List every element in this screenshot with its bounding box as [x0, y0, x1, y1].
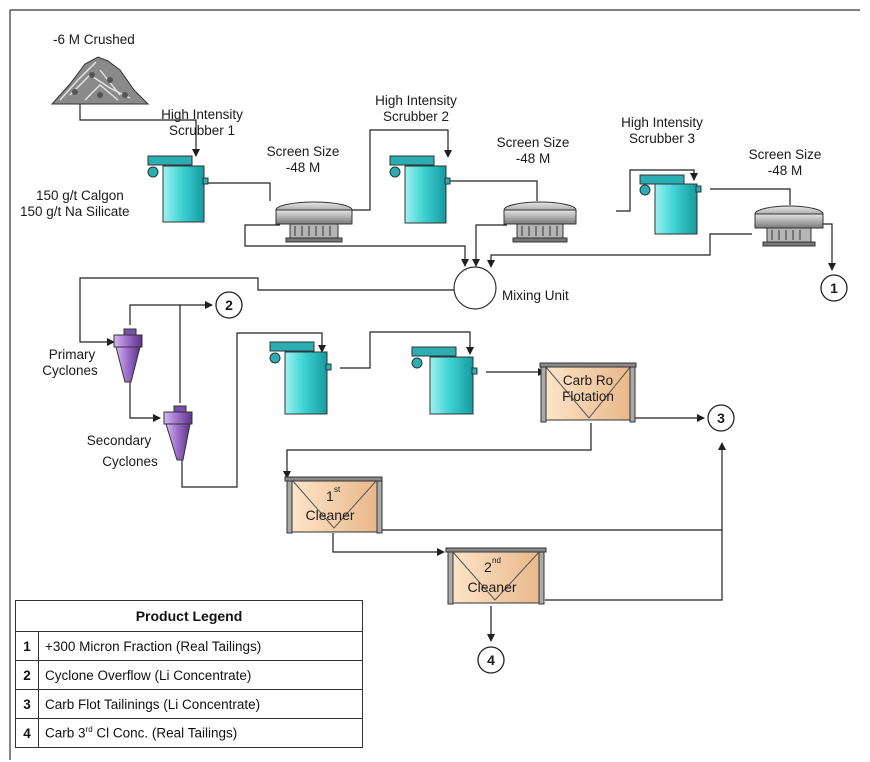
svg-text:High Intensity: High Intensity: [161, 107, 243, 122]
crushed-ore-pile: [50, 56, 150, 105]
svg-text:2: 2: [225, 297, 233, 313]
svg-text:Scrubber 3: Scrubber 3: [629, 131, 695, 146]
flow-lines: [79, 100, 836, 642]
legend-text: Carb Flot Tailinings (Li Concentrate): [38, 689, 363, 719]
conditioning-tank-2: [411, 346, 478, 415]
hi-scrubber-3-label: High Intensity Scrubber 3: [621, 115, 703, 146]
legend-row: 1 +300 Micron Fraction (Real Tailings): [15, 631, 363, 661]
silicate-dose-label: 150 g/t Na Silicate: [20, 204, 130, 219]
screen-2: [503, 201, 577, 243]
legend-text: +300 Micron Fraction (Real Tailings): [38, 631, 363, 661]
secondary-cyclone: [163, 405, 193, 461]
second-cleaner-cell: [445, 547, 547, 605]
svg-text:1: 1: [830, 280, 838, 296]
svg-text:Cyclones: Cyclones: [102, 454, 158, 469]
mixing-unit-circle: [453, 266, 497, 310]
svg-text:-48 M: -48 M: [286, 160, 321, 175]
hi-scrubber-1-label: High Intensity Scrubber 1: [161, 107, 243, 138]
svg-text:High Intensity: High Intensity: [621, 115, 703, 130]
mixing-unit-label: Mixing Unit: [502, 288, 569, 303]
legend-title: Product Legend: [15, 600, 363, 632]
carb-ro-flotation-cell: [539, 362, 637, 423]
svg-text:Cleaner: Cleaner: [467, 579, 516, 595]
conditioning-tank-1: [269, 341, 332, 415]
legend-number: 3: [15, 689, 39, 719]
stream-marker-1: 1: [820, 274, 848, 302]
crushed-feed-label: -6 M Crushed: [53, 32, 135, 47]
legend-row: 4 Carb 3rd Cl Conc. (Real Tailings): [15, 718, 363, 748]
second-cleaner-label: 2 nd Cleaner: [467, 556, 516, 595]
svg-text:Carb Ro: Carb Ro: [563, 373, 613, 388]
legend-text: Cyclone Overflow (Li Concentrate): [38, 660, 363, 690]
svg-text:Screen Size: Screen Size: [267, 144, 340, 159]
legend-number: 4: [15, 718, 39, 748]
svg-text:Flotation: Flotation: [562, 389, 614, 404]
svg-text:Secondary: Secondary: [87, 433, 152, 448]
stream-marker-3: 3: [707, 404, 735, 432]
svg-text:Cleaner: Cleaner: [305, 507, 354, 523]
screen-1: [275, 201, 353, 243]
svg-text:Screen Size: Screen Size: [749, 147, 822, 162]
hi-scrubber-2-label: High Intensity Scrubber 2: [375, 93, 457, 124]
stream-marker-4: 4: [477, 646, 505, 674]
primary-cyclones-label: Primary Cyclones: [42, 347, 98, 378]
svg-text:st: st: [334, 485, 341, 494]
screen-3-label: Screen Size -48 M: [749, 147, 822, 178]
svg-text:Scrubber 1: Scrubber 1: [169, 123, 235, 138]
screen-1-label: Screen Size -48 M: [267, 144, 340, 175]
stream-marker-2: 2: [215, 291, 243, 319]
svg-text:nd: nd: [492, 556, 501, 565]
legend-row: 3 Carb Flot Tailinings (Li Concentrate): [15, 689, 363, 719]
legend-number: 1: [15, 631, 39, 661]
svg-text:1: 1: [326, 488, 334, 504]
svg-text:Scrubber 2: Scrubber 2: [383, 109, 449, 124]
svg-text:4: 4: [487, 652, 495, 668]
scrubber-tank-2: [389, 155, 451, 224]
legend-text: Carb 3rd Cl Conc. (Real Tailings): [38, 718, 363, 748]
scrubber-tank-3: [639, 174, 702, 235]
svg-text:Screen Size: Screen Size: [497, 135, 570, 150]
calgon-dose-label: 150 g/t Calgon: [36, 188, 124, 203]
first-cleaner-cell: [284, 476, 383, 534]
svg-text:Cyclones: Cyclones: [42, 363, 98, 378]
primary-cyclone: [113, 328, 143, 383]
first-cleaner-label: 1 st Cleaner: [305, 485, 354, 523]
svg-text:Primary: Primary: [49, 347, 96, 362]
scrubber-tank-1: [147, 155, 209, 223]
legend-number: 2: [15, 660, 39, 690]
carb-ro-flotation-label: Carb Ro Flotation: [562, 373, 614, 404]
screen-3: [754, 205, 824, 247]
product-legend: Product Legend 1 +300 Micron Fraction (R…: [15, 600, 363, 748]
svg-text:-48 M: -48 M: [768, 163, 803, 178]
svg-text:-48 M: -48 M: [516, 151, 551, 166]
secondary-cyclones-label: Secondary Cyclones: [87, 433, 158, 469]
svg-text:2: 2: [484, 559, 492, 575]
svg-text:High Intensity: High Intensity: [375, 93, 457, 108]
screen-2-label: Screen Size -48 M: [497, 135, 570, 166]
legend-row: 2 Cyclone Overflow (Li Concentrate): [15, 660, 363, 690]
svg-text:3: 3: [717, 410, 725, 426]
